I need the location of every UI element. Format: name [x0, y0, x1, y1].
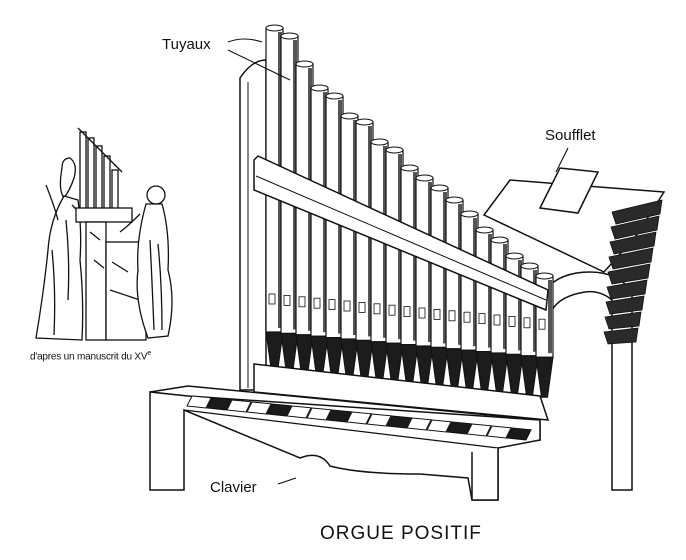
bellows-leader-line	[555, 147, 569, 173]
keyboard-leader-line	[277, 477, 297, 485]
manuscript-caption-text: d'apres un manuscrit du XV	[30, 351, 148, 363]
bellows-pleat	[608, 247, 654, 270]
keyboard-label: Clavier	[210, 479, 257, 496]
bellows	[482, 167, 666, 345]
keyboard-key	[246, 401, 272, 415]
pipes-leader-line	[227, 38, 263, 43]
keyboard-key	[206, 397, 232, 411]
bellows-label: Soufflet	[545, 127, 596, 144]
keyboard-key	[386, 415, 412, 429]
keyboard-key	[486, 425, 512, 439]
label-leaders	[227, 38, 569, 485]
keyboard-key	[446, 421, 472, 435]
keyboard-key	[506, 427, 532, 441]
bellows-pleat	[603, 327, 639, 345]
pipes-label: Tuyaux	[162, 36, 211, 53]
keyboard-key	[466, 423, 492, 437]
keyboard-key	[426, 419, 452, 433]
keyboard-keys	[186, 395, 532, 441]
bellows-pleat	[606, 279, 648, 300]
bellows-pleat	[611, 199, 663, 225]
manuscript-figure	[35, 127, 173, 341]
keyboard-key	[306, 407, 332, 421]
pipes-group	[265, 24, 554, 398]
pipe	[535, 272, 554, 398]
pipe	[460, 210, 479, 391]
keyboard-key	[406, 417, 432, 431]
diagram-title: ORGUE POSITIF	[320, 523, 482, 544]
bellows-pleats	[603, 199, 663, 345]
keyboard-key	[226, 399, 252, 413]
keyboard-key	[366, 413, 392, 427]
pipes-leader-line-2	[227, 49, 291, 81]
keyboard-key	[346, 411, 372, 425]
keyboard-key	[186, 395, 212, 409]
bellows-pleat	[610, 215, 660, 240]
bellows-pleat	[605, 295, 645, 315]
manuscript-caption: d'apres un manuscrit du XVe	[30, 350, 151, 362]
keyboard-key	[326, 409, 352, 423]
bellows-pleat	[609, 231, 657, 255]
keyboard-key	[286, 405, 312, 419]
keyboard-key	[266, 403, 292, 417]
manuscript-caption-sup: e	[147, 350, 152, 357]
bellows-pleat	[604, 311, 642, 330]
organ-body	[149, 24, 666, 501]
bellows-pleat	[607, 263, 651, 285]
